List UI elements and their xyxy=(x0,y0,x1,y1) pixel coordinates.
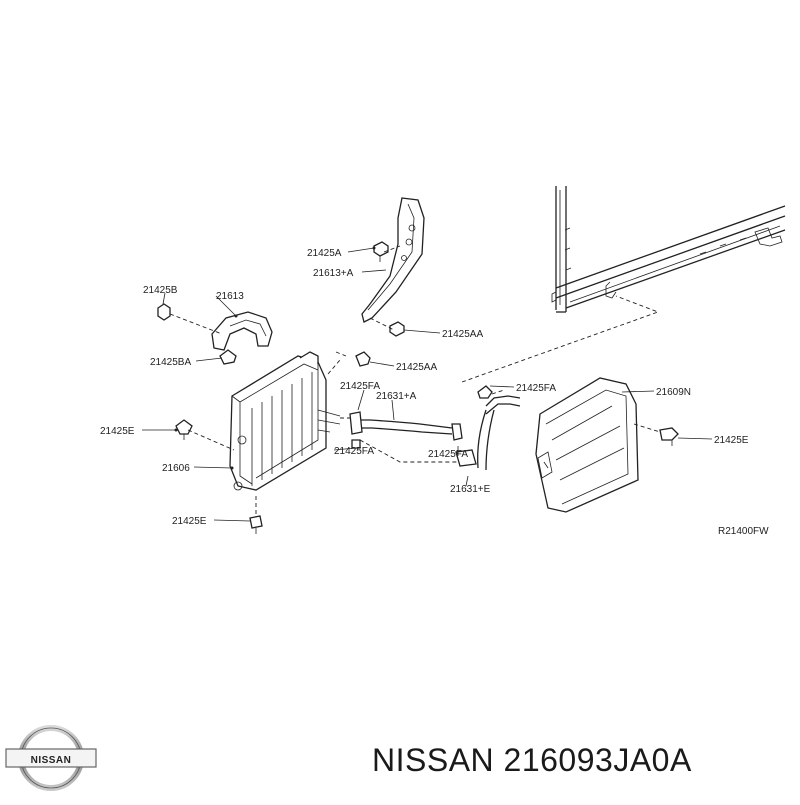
oil-cooler xyxy=(229,351,341,491)
callout-21425e-left: 21425E xyxy=(100,426,135,437)
part-caption: NISSAN 216093JA0A xyxy=(372,742,692,778)
callout-21425e-right: 21425E xyxy=(714,435,749,446)
callout-21425fa-right: 21425FA xyxy=(516,383,556,394)
callout-21606: 21606 xyxy=(162,463,190,474)
air-guide xyxy=(535,377,679,513)
hoses xyxy=(349,351,521,471)
callout-21425b: 21425B xyxy=(143,285,178,296)
callout-21631e: 21631+E xyxy=(450,484,491,495)
small-bracket xyxy=(157,303,273,365)
callout-21613a: 21613+A xyxy=(313,268,354,279)
callout-21613: 21613 xyxy=(216,291,244,302)
clips xyxy=(175,419,263,534)
callout-21425a: 21425A xyxy=(307,248,342,259)
callout-21425aa-top: 21425AA xyxy=(442,329,483,340)
upper-bracket xyxy=(361,197,425,337)
svg-text:NISSAN: NISSAN xyxy=(31,755,72,766)
callout-21425fa-low: 21425FA xyxy=(334,446,374,457)
dashed-lines xyxy=(169,245,661,516)
diagram-code: R21400FW xyxy=(718,526,769,537)
callout-21609n: 21609N xyxy=(656,387,691,398)
callout-21425aa-mid: 21425AA xyxy=(396,362,437,373)
nissan-logo: NISSAN xyxy=(5,725,97,791)
callout-21425fa-low2: 21425FA xyxy=(428,449,468,460)
callout-21631a: 21631+A xyxy=(376,391,417,402)
radiator-core xyxy=(551,186,786,313)
callout-labels: 21425A 21613+A 21425AA 21425B 21613 2142… xyxy=(100,248,769,537)
callout-21425e-bottom: 21425E xyxy=(172,516,207,527)
callout-21425fa-top: 21425FA xyxy=(340,381,380,392)
callout-21425ba: 21425BA xyxy=(150,357,191,368)
callout-leaders xyxy=(142,246,713,522)
